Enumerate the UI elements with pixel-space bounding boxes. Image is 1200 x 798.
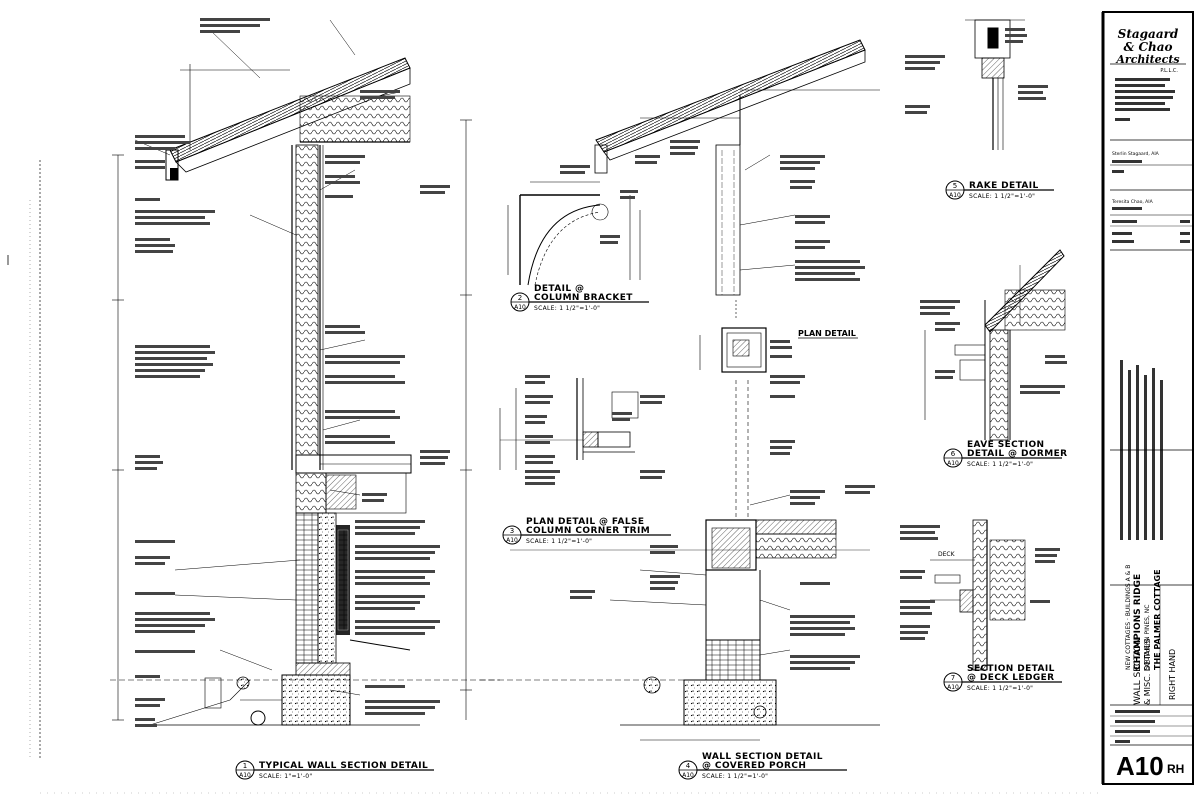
firm-name-3: Architects: [1115, 53, 1179, 66]
detail-scale: SCALE: 1 1/2"=1'-0": [969, 193, 1035, 200]
designer-name-2: Teresita Chao, AIA: [1111, 199, 1154, 205]
detail-scale: SCALE: 1 1/2"=1'-0": [967, 685, 1033, 692]
detail-scale: SCALE: 1 1/2"=1'-0": [526, 538, 592, 545]
detail-sheet-ref: A10: [947, 684, 959, 691]
detail-subtitle: COLUMN BRACKET: [534, 293, 633, 303]
detail-title: TYPICAL WALL SECTION DETAIL: [259, 761, 428, 771]
firm-name-2: & Chao: [1123, 40, 1172, 54]
detail-sheet-ref: A10: [506, 537, 518, 544]
sheet-title-2: & MISC. DETAILS: [1143, 638, 1152, 705]
detail-title: EAVE SECTION: [967, 440, 1044, 450]
detail-subtitle: @ DECK LEDGER: [967, 673, 1054, 683]
deck-label: DECK: [938, 551, 956, 558]
sheet-hand: RIGHT HAND: [1168, 649, 1177, 700]
project-line-4: THE PALMER COTTAGE: [1153, 569, 1162, 670]
detail-scale: SCALE: 1 1/2"=1'-0": [967, 461, 1033, 468]
detail-sheet-ref: A10: [239, 772, 251, 779]
detail-sheet-ref: A10: [947, 460, 959, 467]
detail-sheet-ref: A10: [949, 192, 961, 199]
detail-number: 4: [686, 762, 691, 770]
dimension-lines: [112, 64, 472, 721]
detail-1-wall-section: [110, 18, 500, 727]
detail-number: 1: [243, 762, 247, 770]
detail-title: SECTION DETAIL: [967, 664, 1055, 674]
detail-title: WALL SECTION DETAIL: [702, 752, 823, 762]
plan-detail-label: PLAN DETAIL: [798, 329, 856, 338]
title-block: Stagaard & Chao Architects P.L.L.C. Ster…: [1101, 11, 1194, 785]
detail-scale: SCALE: 1"=1'-0": [259, 773, 312, 780]
detail-scale: SCALE: 1 1/2"=1'-0": [702, 773, 768, 780]
detail-4-porch-wall-section: PLAN DETAIL: [480, 39, 880, 741]
left-margin-notes: [7, 160, 41, 760]
detail-title: RAKE DETAIL: [969, 181, 1039, 191]
detail-5-rake: [905, 19, 1048, 150]
sheet-suffix: RH: [1167, 762, 1184, 776]
detail-subtitle: @ COVERED PORCH: [702, 761, 806, 771]
detail-number: 2: [518, 294, 522, 302]
detail-2-column-bracket: [507, 165, 641, 286]
upper-wall: [291, 144, 324, 470]
detail-number: 7: [951, 674, 955, 682]
detail-3-plan-false-column: [499, 375, 665, 485]
detail-title: PLAN DETAIL @ FALSE: [526, 517, 644, 527]
detail-number: 6: [951, 450, 956, 458]
sheet-title-1: WALL SECTION: [1133, 638, 1143, 705]
detail-number: 3: [510, 527, 514, 535]
detail-scale: SCALE: 1 1/2"=1'-0": [534, 305, 600, 312]
project-line-3: SOUTHERN PINES, NC: [1144, 605, 1151, 670]
detail-number: 5: [953, 182, 957, 190]
project-line-1: NEW COTTAGES · BUILDINGS A & B: [1125, 565, 1132, 670]
firm-suffix: P.L.L.C.: [1160, 68, 1178, 74]
detail-sheet-ref: A10: [514, 304, 526, 311]
detail-title: DETAIL @: [534, 284, 584, 294]
detail-7-deck-ledger: DECK: [900, 519, 1060, 671]
note-text-blocks: [135, 18, 450, 727]
firm-name-1: Stagaard: [1118, 27, 1179, 41]
project-line-2: CHAMPIONS RIDGE: [1133, 574, 1143, 670]
lower-wall-foundation: [149, 512, 420, 726]
designer-name-1: Sterlin Stagaard, AIA: [1112, 151, 1160, 157]
detail-6-eave-dormer: [920, 249, 1067, 441]
detail-sheet-ref: A10: [682, 772, 694, 779]
callout-notes: [134, 19, 401, 696]
detail-subtitle: DETAIL @ DORMER: [967, 449, 1067, 459]
detail-subtitle: COLUMN CORNER TRIM: [526, 526, 650, 536]
sheet-number: A10: [1116, 751, 1164, 781]
